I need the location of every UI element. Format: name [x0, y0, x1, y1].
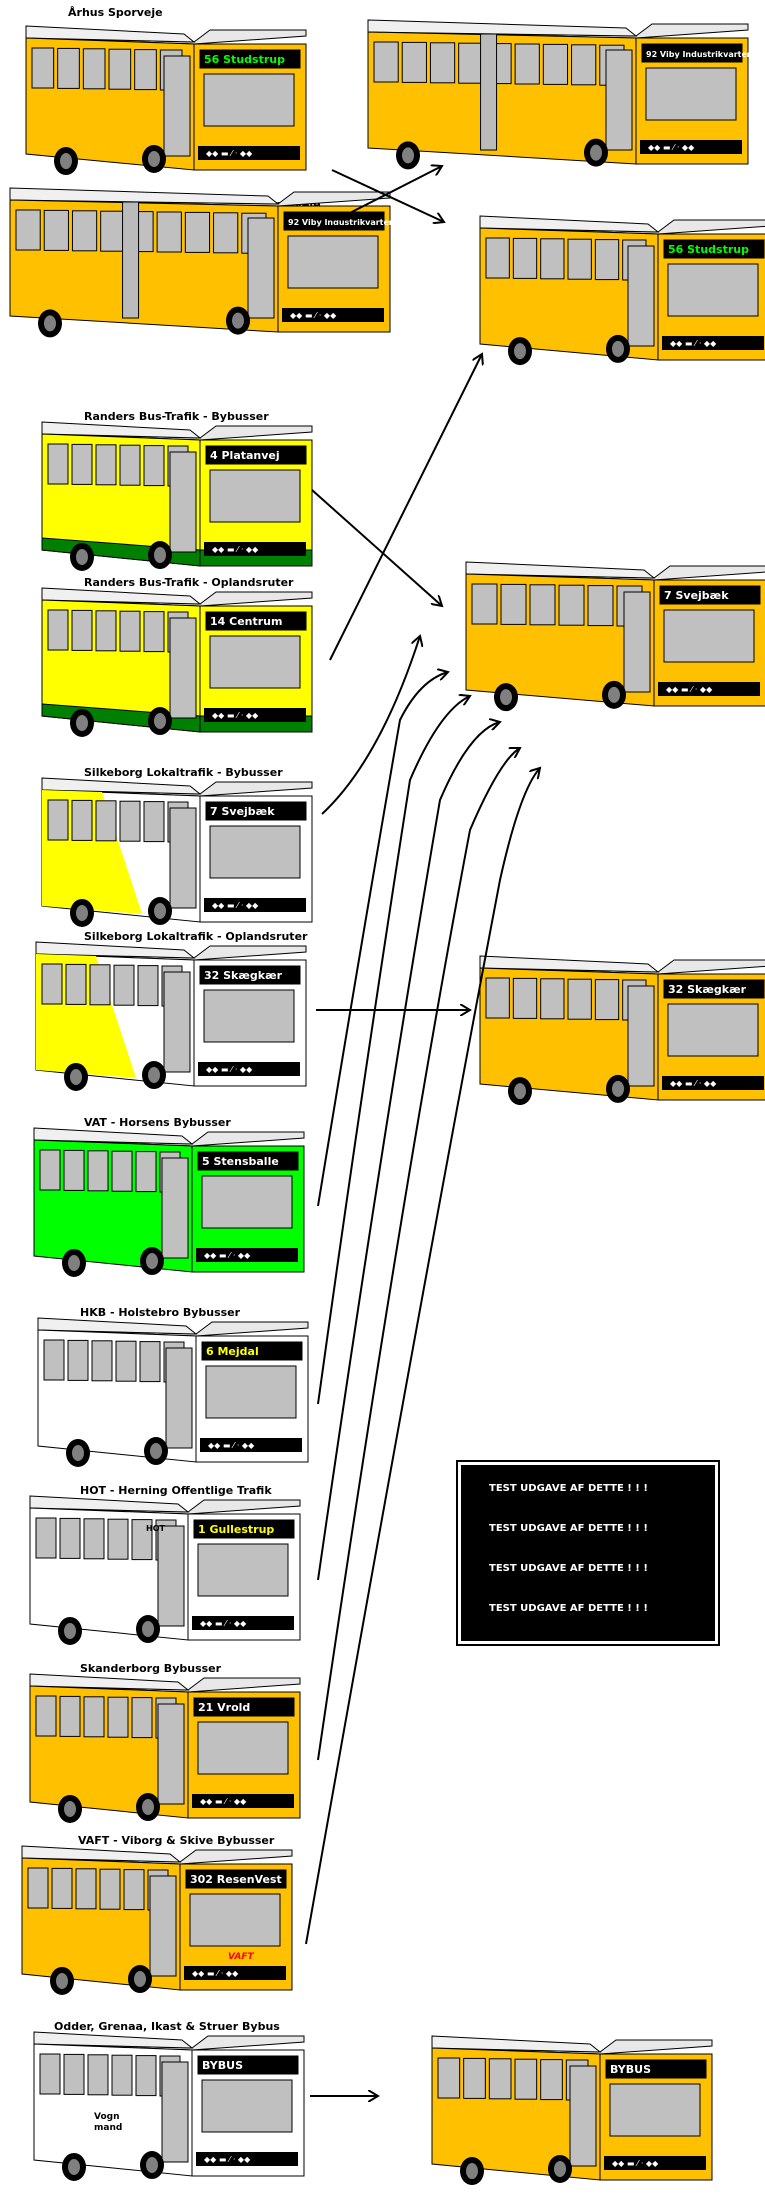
bus-12: BYBUS ◆◆ ▬ ⁄ · ◆◆	[33, 2031, 308, 2192]
destination-sign: 56 Studstrup	[204, 53, 285, 66]
destination-sign: BYBUS	[610, 2063, 651, 2076]
arrow	[311, 489, 442, 606]
bus-3: 4 Platanvej ◆◆ ▬ ⁄ · ◆◆	[41, 421, 316, 582]
bus-8: 6 Mejdal ◆◆ ▬ ⁄ · ◆◆	[37, 1317, 312, 1478]
arrow	[329, 354, 482, 661]
bumper-lights: ◆◆ ▬ ⁄ · ◆◆	[670, 1079, 717, 1088]
bumper-lights: ◆◆ ▬ ⁄ · ◆◆	[192, 1969, 239, 1978]
test-line: TEST UDGAVE AF DETTE ! ! !	[489, 1603, 648, 1614]
arrow	[321, 636, 420, 815]
test-line: TEST UDGAVE AF DETTE ! ! !	[489, 1523, 648, 1534]
bus-1: 56 Studstrup ◆◆ ▬ ⁄ · ◆◆	[25, 25, 310, 186]
operator-label-silkeborg-by: Silkeborg Lokaltrafik - Bybusser	[84, 766, 283, 779]
bus-5: 7 Svejbæk ◆◆ ▬ ⁄ · ◆◆	[41, 777, 316, 938]
arrow	[317, 696, 470, 1405]
arrow	[317, 722, 500, 1581]
target-bus-2: 56 Studstrup ◆◆ ▬ ⁄ · ◆◆	[479, 215, 765, 376]
destination-sign: 92 Viby Industrikvarter	[288, 218, 393, 227]
target-bus-4: 32 Skægkær ◆◆ ▬ ⁄ · ◆◆	[479, 955, 765, 1116]
operator-label-odder: Odder, Grenaa, Ikast & Struer Bybus	[54, 2020, 280, 2033]
target-bus-3: 7 Svejbæk ◆◆ ▬ ⁄ · ◆◆	[465, 561, 765, 722]
bus-2: 92 Viby Industrikvarter ◆◆ ▬ ⁄ · ◆◆	[9, 187, 394, 348]
bus-7: 5 Stensballe ◆◆ ▬ ⁄ · ◆◆	[33, 1127, 308, 1288]
bumper-lights: ◆◆ ▬ ⁄ · ◆◆	[200, 1797, 247, 1806]
destination-sign: 92 Viby Industrikvarter	[646, 50, 751, 59]
bumper-lights: ◆◆ ▬ ⁄ · ◆◆	[204, 2155, 251, 2164]
bumper-lights: ◆◆ ▬ ⁄ · ◆◆	[204, 1251, 251, 1260]
test-notice-box: TEST UDGAVE AF DETTE ! ! ! TEST UDGAVE A…	[456, 1460, 720, 1646]
target-bus-1: 92 Viby Industrikvarter ◆◆ ▬ ⁄ · ◆◆	[367, 19, 752, 180]
bumper-lights: ◆◆ ▬ ⁄ · ◆◆	[208, 1441, 255, 1450]
bumper-lights: ◆◆ ▬ ⁄ · ◆◆	[212, 545, 259, 554]
arrow	[317, 672, 448, 1207]
destination-sign: 4 Platanvej	[210, 449, 280, 462]
vaft-logo: VAFT	[228, 1952, 254, 1962]
operator-label-randers-by: Randers Bus-Trafik - Bybusser	[84, 410, 269, 423]
arrow	[305, 768, 540, 1945]
bus-11: 302 ResenVest ◆◆ ▬ ⁄ · ◆◆	[21, 1845, 296, 2006]
operator-label-hot: HOT - Herning Offentlige Trafik	[80, 1484, 272, 1497]
destination-sign: 5 Stensballe	[202, 1155, 279, 1168]
test-line: TEST UDGAVE AF DETTE ! ! !	[489, 1483, 648, 1494]
bumper-lights: ◆◆ ▬ ⁄ · ◆◆	[206, 1065, 253, 1074]
destination-sign: 21 Vrold	[198, 1701, 250, 1714]
operator-label-aarhus-1: Århus Sporveje	[68, 6, 163, 19]
destination-sign: 56 Studstrup	[668, 243, 749, 256]
target-bus-5: BYBUS ◆◆ ▬ ⁄ · ◆◆	[431, 2035, 716, 2196]
bus-10: 21 Vrold ◆◆ ▬ ⁄ · ◆◆	[29, 1673, 304, 1834]
destination-sign: 1 Gullestrup	[198, 1523, 274, 1536]
bumper-lights: ◆◆ ▬ ⁄ · ◆◆	[648, 143, 695, 152]
operator-label-vat: VAT - Horsens Bybusser	[84, 1116, 231, 1129]
vognmand-label: Vogn mand	[94, 2112, 123, 2133]
destination-sign: 32 Skægkær	[204, 969, 283, 982]
destination-sign: 302 ResenVest	[190, 1873, 282, 1886]
operator-label-vaft: VAFT - Viborg & Skive Bybusser	[78, 1834, 275, 1847]
bumper-lights: ◆◆ ▬ ⁄ · ◆◆	[200, 1619, 247, 1628]
bumper-lights: ◆◆ ▬ ⁄ · ◆◆	[612, 2159, 659, 2168]
bumper-lights: ◆◆ ▬ ⁄ · ◆◆	[212, 901, 259, 910]
bumper-lights: ◆◆ ▬ ⁄ · ◆◆	[206, 149, 253, 158]
bumper-lights: ◆◆ ▬ ⁄ · ◆◆	[670, 339, 717, 348]
bumper-lights: ◆◆ ▬ ⁄ · ◆◆	[666, 685, 713, 694]
bus-9: 1 Gullestrup ◆◆ ▬ ⁄ · ◆◆	[29, 1495, 304, 1656]
destination-sign: BYBUS	[202, 2059, 243, 2072]
operator-label-skanderborg: Skanderborg Bybusser	[80, 1662, 222, 1675]
test-line: TEST UDGAVE AF DETTE ! ! !	[489, 1563, 648, 1574]
hot-logo: HOT	[146, 1524, 165, 1533]
bus-6: 32 Skægkær ◆◆ ▬ ⁄ · ◆◆	[35, 941, 310, 1102]
bus-4: 14 Centrum ◆◆ ▬ ⁄ · ◆◆	[41, 587, 316, 748]
bumper-lights: ◆◆ ▬ ⁄ · ◆◆	[290, 311, 337, 320]
destination-sign: 32 Skægkær	[668, 983, 747, 996]
operator-label-silkeborg-opland: Silkeborg Lokaltrafik - Oplandsruter	[84, 930, 308, 943]
destination-sign: 6 Mejdal	[206, 1345, 259, 1358]
operator-label-randers-opland: Randers Bus-Trafik - Oplandsruter	[84, 576, 294, 589]
destination-sign: 7 Svejbæk	[210, 805, 275, 818]
destination-sign: 7 Svejbæk	[664, 589, 729, 602]
bumper-lights: ◆◆ ▬ ⁄ · ◆◆	[212, 711, 259, 720]
destination-sign: 14 Centrum	[210, 615, 282, 628]
operator-label-hkb: HKB - Holstebro Bybusser	[80, 1306, 241, 1319]
